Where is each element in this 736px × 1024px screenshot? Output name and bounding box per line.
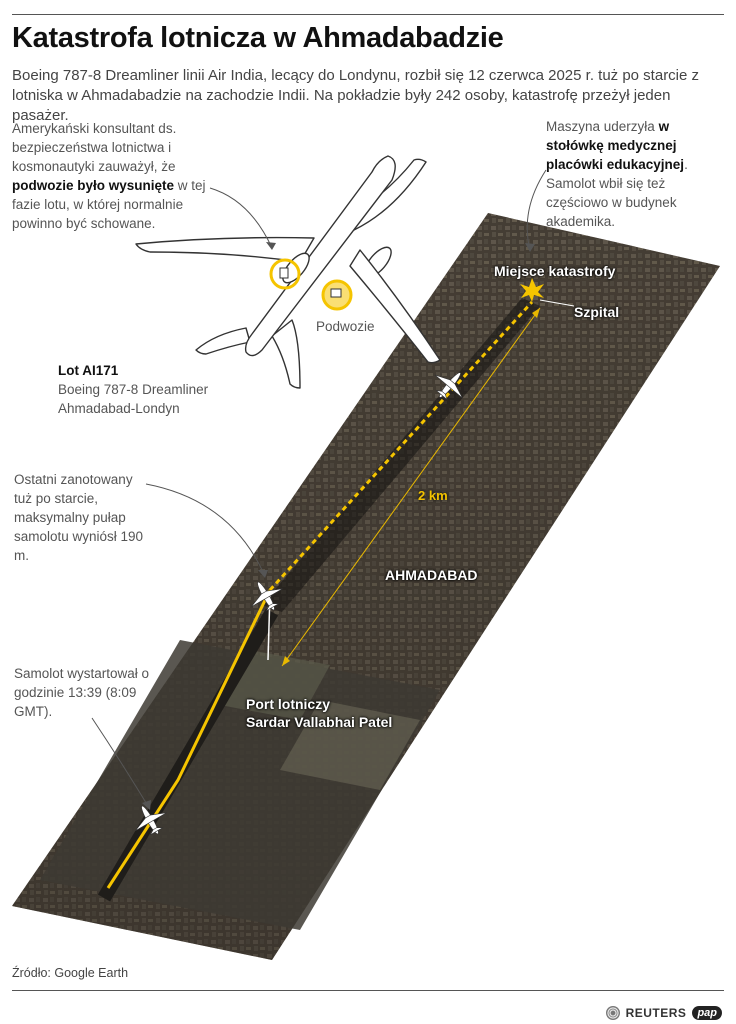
bottom-rule (12, 990, 724, 991)
source-credit: Źródło: Google Earth (12, 966, 129, 980)
top-rule (12, 14, 724, 15)
label-hospital: Szpital (574, 304, 620, 320)
gear-highlight-left (269, 258, 301, 290)
flight-path-airborne (268, 300, 534, 592)
arrow-altitude-note (145, 483, 265, 575)
gear-label: Podwozie (316, 319, 375, 334)
plane-icon-takeoff (135, 805, 167, 836)
aircraft-illustration (135, 155, 441, 389)
lead-text: Boeing 787-8 Dreamliner linii Air India,… (12, 67, 700, 124)
reuters-logo-icon (605, 1006, 620, 1020)
note-takeoff: Samolot wystartował o godzinie 13:39 (8:… (14, 666, 150, 719)
label-airport: Port lotniczy Sardar Vallabhai Patel (246, 696, 393, 730)
label-city: AHMADABAD (385, 567, 478, 583)
note-crash-site: Maszyna uderzyła w stołówkę medycznej pl… (546, 119, 688, 229)
plane-icon-altitude (251, 581, 283, 612)
distance-measure (281, 307, 541, 667)
flight-info: Lot AI171 Boeing 787-8 Dreamliner Ahmada… (58, 361, 208, 418)
flight-aircraft: Boeing 787-8 Dreamliner (58, 382, 209, 397)
label-crash-site: Miejsce katastrofy (494, 263, 616, 279)
crash-marker (520, 278, 544, 302)
reuters-logo: REUTERS (625, 1006, 687, 1020)
pap-logo: pap (692, 1006, 722, 1020)
agency-logos: REUTERS pap (605, 1006, 722, 1020)
note-landing-gear: Amerykański konsultant ds. bezpieczeństw… (12, 121, 206, 231)
plane-icon-path (434, 372, 463, 401)
label-distance: 2 km (418, 488, 448, 503)
arrow-gear-note (209, 187, 273, 249)
arrow-takeoff-note (91, 717, 149, 807)
note-altitude: Ostatni zanotowany tuż po starcie, maksy… (14, 472, 144, 563)
flight-route: Ahmadabad-Londyn (58, 401, 180, 416)
flight-path-takeoff (106, 589, 272, 889)
flight-id: Lot AI171 (58, 363, 119, 378)
arrow-crash-note (526, 169, 547, 251)
page-title: Katastrofa lotnicza w Ahmadabadzie (12, 22, 504, 54)
